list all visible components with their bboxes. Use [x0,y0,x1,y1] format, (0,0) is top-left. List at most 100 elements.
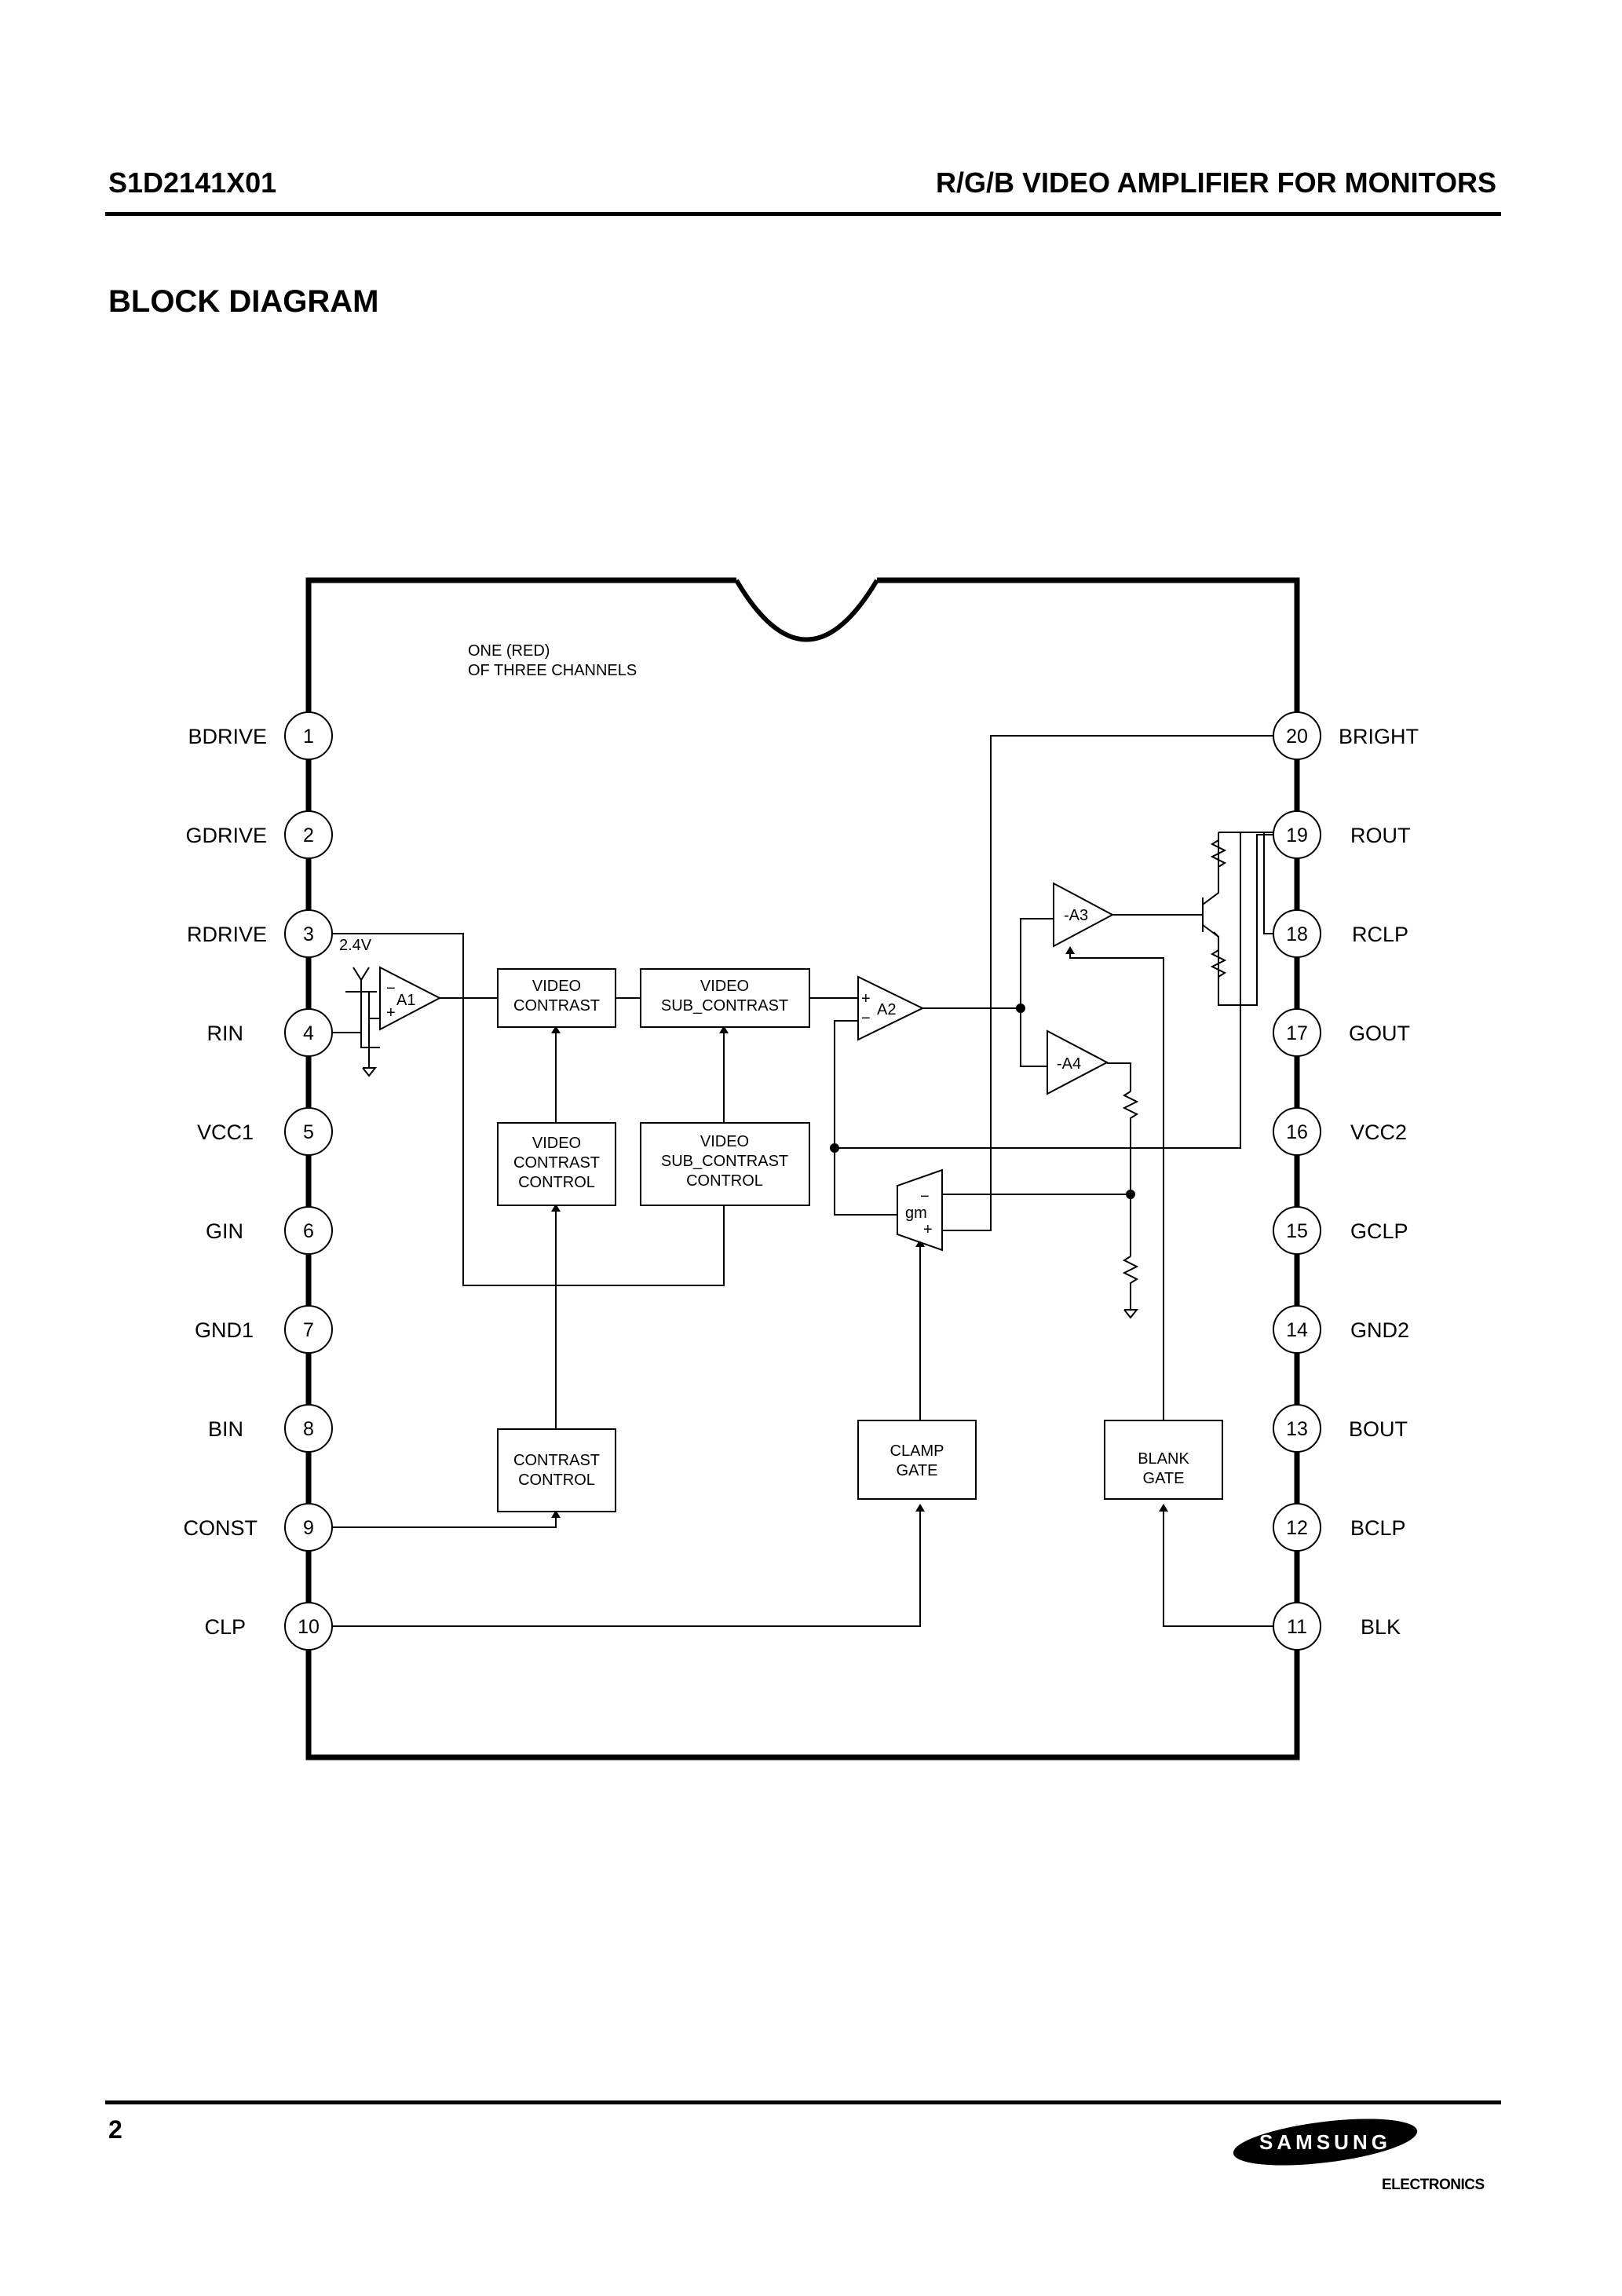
channel-note: OF THREE CHANNELS [468,662,637,679]
svg-text:3: 3 [303,923,314,945]
svg-text:-A4: -A4 [1057,1055,1081,1073]
video-contrast-block [497,968,616,1028]
block-labels: VIDEO CONTRAST VIDEO SUB_CONTRAST VIDEO … [513,978,1189,1489]
pin-5: 5 VCC1 [197,1107,333,1156]
amp-a3 [1053,882,1115,948]
samsung-logo: SAMSUNG [1233,2119,1418,2166]
pin-label: ROUT [1350,824,1411,847]
part-number: S1D2141X01 [108,166,277,199]
svg-text:6: 6 [303,1220,314,1242]
svg-text:18: 18 [1286,923,1308,945]
svg-text:9: 9 [303,1517,314,1539]
pin-label: RDRIVE [187,923,267,946]
svg-text:CONTRAST: CONTRAST [513,1154,600,1172]
pin-label: CLP [204,1615,246,1639]
pin-14: 14 GND2 [1273,1305,1409,1354]
section-title: BLOCK DIAGRAM [108,284,379,319]
video-sub-contrast-control-block [640,1122,810,1206]
pin-8: 8 BIN [208,1404,333,1453]
contrast-control-block [497,1428,616,1512]
amp-a4 [1047,1029,1109,1095]
svg-text:VIDEO: VIDEO [532,978,581,995]
pin-16: 16 VCC2 [1273,1107,1407,1156]
svg-text:BLANK: BLANK [1138,1450,1189,1468]
svg-text:CONTRAST: CONTRAST [513,997,600,1015]
svg-text:SUB_CONTRAST: SUB_CONTRAST [661,1153,788,1170]
amp-gm [897,1168,943,1252]
pin-11: 11 BLK [1273,1602,1401,1651]
header-rule [105,212,1501,216]
svg-text:20: 20 [1286,726,1308,748]
blank-gate-block [1104,1420,1223,1500]
svg-text:CONTRAST: CONTRAST [513,1452,600,1469]
pin-label: GND1 [195,1318,254,1342]
svg-text:11: 11 [1287,1616,1307,1638]
svg-text:10: 10 [298,1616,320,1638]
svg-text:+: + [861,990,871,1007]
svg-text:7: 7 [303,1319,314,1341]
svg-text:SAMSUNG: SAMSUNG [1259,2130,1391,2154]
package-notch [734,579,879,642]
pin-label: BOUT [1349,1417,1408,1441]
svg-text:CONTROL: CONTROL [686,1172,763,1190]
pin-1: 1 BDRIVE [188,711,333,760]
channel-note: ONE (RED) [468,642,550,660]
pin-label: CONST [184,1516,258,1540]
svg-text:2: 2 [303,824,314,846]
pin-20: 20 BRIGHT [1273,711,1419,760]
svg-text:4: 4 [303,1022,314,1044]
document-title: R/G/B VIDEO AMPLIFIER FOR MONITORS [935,166,1496,199]
svg-text:−: − [920,1188,930,1205]
right-pins: 20 BRIGHT 19 ROUT 18 RCLP 17 GOUT 16 VCC… [1273,711,1419,1651]
pin-19: 19 ROUT [1273,810,1411,859]
pin-label: BDRIVE [188,725,267,748]
pin-label: GOUT [1349,1022,1410,1045]
pin-label: RCLP [1352,923,1408,946]
video-contrast-control-block [497,1122,616,1206]
svg-text:2.4V: 2.4V [339,937,372,954]
blocks [497,968,1223,1512]
video-sub-contrast-block [640,968,810,1028]
pin-label: BRIGHT [1339,725,1419,748]
svg-text:CONTROL: CONTROL [518,1174,595,1191]
svg-text:gm: gm [905,1205,927,1222]
svg-text:17: 17 [1286,1022,1308,1044]
amp-labels: A1 A2 -A3 -A4 gm 2.4V − + + − − + [339,907,1088,1238]
package-outline [305,577,1300,1760]
amp-a2 [857,975,925,1041]
pin-18: 18 RCLP [1273,909,1408,958]
svg-text:14: 14 [1286,1319,1308,1341]
svg-text:13: 13 [1286,1418,1308,1440]
pin-10: 10 CLP [204,1602,333,1651]
pin-label: GCLP [1350,1219,1408,1243]
pin-label: VCC1 [197,1121,254,1144]
pin-label: VCC2 [1350,1121,1407,1144]
svg-text:SUB_CONTRAST: SUB_CONTRAST [661,997,788,1015]
pin-label: GDRIVE [185,824,267,847]
left-pins: 1 BDRIVE 2 GDRIVE 3 RDRIVE 4 RIN 5 VCC1 … [184,711,333,1651]
svg-text:−: − [386,980,396,997]
svg-text:VIDEO: VIDEO [700,1133,749,1150]
svg-text:VIDEO: VIDEO [700,978,749,995]
logo-subtitle: ELECTRONICS [1382,2177,1485,2193]
page-number: 2 [108,2115,122,2144]
footer-rule [105,2100,1501,2104]
amp-a1 [379,966,442,1031]
svg-text:12: 12 [1286,1517,1308,1539]
svg-text:CLAMP: CLAMP [890,1442,944,1460]
svg-text:1: 1 [303,726,314,748]
svg-text:A1: A1 [396,992,415,1009]
svg-text:-A3: -A3 [1064,907,1088,924]
pin-4: 4 RIN [207,1008,333,1057]
pin-3: 3 RDRIVE [187,909,333,958]
pin-7: 7 GND1 [195,1305,333,1354]
pin-13: 13 BOUT [1273,1404,1408,1453]
svg-text:15: 15 [1286,1220,1308,1242]
amplifiers [379,882,1115,1252]
svg-text:GATE: GATE [1143,1470,1185,1487]
svg-text:CONTROL: CONTROL [518,1472,595,1489]
pin-17: 17 GOUT [1273,1008,1410,1057]
svg-text:5: 5 [303,1121,314,1143]
junctions [830,1004,1135,1199]
